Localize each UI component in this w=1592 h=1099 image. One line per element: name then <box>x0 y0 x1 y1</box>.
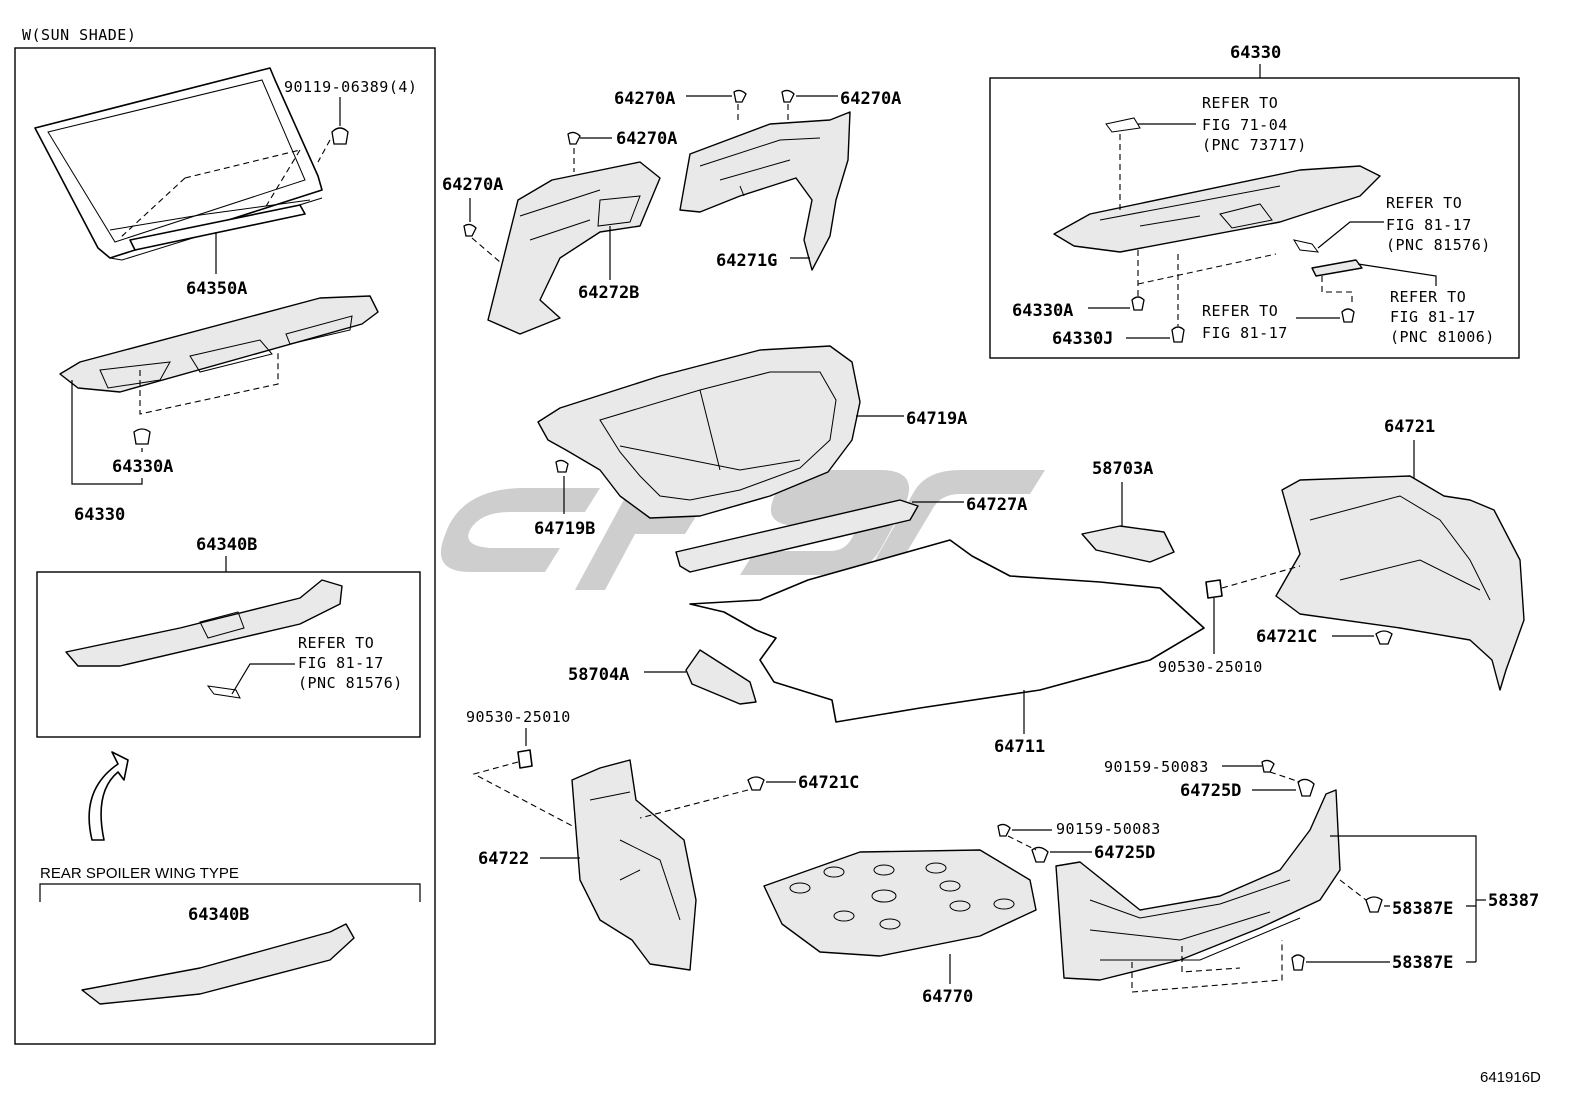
clip-icon <box>1291 954 1305 971</box>
label-64721C-right: 64721C <box>1256 627 1317 647</box>
trunk-side-trim-64271G <box>679 111 851 271</box>
label-64350A: 64350A <box>186 279 247 299</box>
label-64330J: 64330J <box>1052 329 1113 349</box>
ref-81576-line1: REFER TO <box>1386 194 1462 212</box>
clip-icon <box>1297 778 1315 797</box>
label-64330-left: 64330 <box>74 505 125 525</box>
spare-tire-cover-64770 <box>763 849 1037 957</box>
label-64340B-bottom: 64340B <box>188 905 249 925</box>
ref-81576-line3: (PNC 81576) <box>1386 236 1491 254</box>
clip-icon <box>1341 308 1355 323</box>
label-64270A-1: 64270A <box>614 89 675 109</box>
clip-icon <box>781 89 795 103</box>
clip-icon <box>997 823 1011 837</box>
ref-71-04-line3: (PNC 73717) <box>1202 136 1307 154</box>
label-64725D-1: 64725D <box>1180 781 1241 801</box>
label-64727A: 64727A <box>966 495 1027 515</box>
ref-81-17-line2: FIG 81-17 <box>1202 324 1288 342</box>
clip-icon <box>1031 846 1049 863</box>
small-part <box>1105 117 1141 133</box>
pad-58703A <box>1081 525 1175 563</box>
label-64270A-3: 64270A <box>616 129 677 149</box>
spoiler-box-frame <box>36 571 421 738</box>
ref-81006-line1: REFER TO <box>1390 288 1466 306</box>
pad-58704A <box>685 649 757 705</box>
sun-shade-assembly-64350A <box>34 67 323 261</box>
wire-connector <box>1292 239 1320 253</box>
clip-icon <box>733 89 747 103</box>
trunk-lid-trim-64719A <box>537 345 861 519</box>
trunk-floor-mat-64711 <box>689 539 1205 723</box>
label-64330-top: 64330 <box>1230 43 1281 63</box>
label-64725D-2: 64725D <box>1094 843 1155 863</box>
label-58387: 58387 <box>1488 891 1539 911</box>
clip-icon <box>463 223 477 237</box>
package-tray-64330-right <box>1053 165 1381 253</box>
label-64330A-left: 64330A <box>112 457 173 477</box>
ref-71-04-line1: REFER TO <box>1202 94 1278 112</box>
label-90530-left: 90530-25010 <box>466 708 571 726</box>
ref-left-line2: FIG 81-17 <box>298 654 384 672</box>
clip-icon <box>747 776 765 791</box>
nut-clip <box>1205 579 1223 599</box>
nut-clip <box>517 749 533 769</box>
label-64270A-2: 64270A <box>840 89 901 109</box>
ref-81006-line3: (PNC 81006) <box>1390 328 1495 346</box>
label-64721: 64721 <box>1384 417 1435 437</box>
trunk-side-trim-64272B <box>487 161 661 335</box>
rear-spoiler-64340B-top <box>65 579 343 667</box>
rear-spoiler-64340B-bottom <box>81 923 355 1005</box>
label-64270A-4: 64270A <box>442 175 503 195</box>
clip-icon <box>1131 296 1145 311</box>
label-64770: 64770 <box>922 987 973 1007</box>
label-58387E-2: 58387E <box>1392 953 1453 973</box>
package-tray-box-frame <box>989 77 1520 359</box>
ref-left-line3: (PNC 81576) <box>298 674 403 692</box>
ref-71-04-line2: FIG 71-04 <box>1202 116 1288 134</box>
label-58387E-1: 58387E <box>1392 899 1453 919</box>
ref-left-line1: REFER TO <box>298 634 374 652</box>
clip-icon <box>133 428 151 445</box>
ref-81006-line2: FIG 81-17 <box>1390 308 1476 326</box>
clip-icon <box>1375 630 1393 645</box>
package-tray-64330-left <box>59 295 379 393</box>
clip-icon <box>555 459 569 473</box>
label-64271G: 64271G <box>716 251 777 271</box>
clip-icon <box>1365 896 1383 913</box>
clip-icon <box>1171 326 1185 343</box>
label-64719A: 64719A <box>906 409 967 429</box>
small-bracket <box>1311 259 1363 277</box>
label-64272B: 64272B <box>578 283 639 303</box>
rear-spoiler-section-title: REAR SPOILER WING TYPE <box>40 865 239 882</box>
trunk-sill-plate-64727A <box>675 499 919 573</box>
ref-81-17-line1: REFER TO <box>1202 302 1278 320</box>
label-64721C-left: 64721C <box>798 773 859 793</box>
trunk-side-trim-64721 <box>1275 475 1525 691</box>
label-64340B-top: 64340B <box>196 535 257 555</box>
wire-connector <box>206 685 241 699</box>
trunk-side-trim-64722 <box>571 759 697 971</box>
screw-icon <box>331 127 349 145</box>
label-64719B: 64719B <box>534 519 595 539</box>
clip-icon <box>567 131 581 145</box>
clip-icon <box>1261 759 1275 773</box>
label-90530-right: 90530-25010 <box>1158 658 1263 676</box>
label-58704A: 58704A <box>568 665 629 685</box>
ref-81576-line2: FIG 81-17 <box>1386 216 1472 234</box>
label-90159-2: 90159-50083 <box>1056 820 1161 838</box>
label-90119-06389: 90119-06389(4) <box>284 78 417 96</box>
label-64711: 64711 <box>994 737 1045 757</box>
label-90159-1: 90159-50083 <box>1104 758 1209 776</box>
label-64722: 64722 <box>478 849 529 869</box>
sun-shade-section-title: W(SUN SHADE) <box>22 26 136 44</box>
diagram-id: 641916D <box>1480 1069 1541 1086</box>
arrow-up-icon <box>88 751 129 841</box>
label-64330A-right: 64330A <box>1012 301 1073 321</box>
label-58703A: 58703A <box>1092 459 1153 479</box>
rear-panel-trim-58387 <box>1055 789 1341 981</box>
sun-shade-frame <box>14 47 436 1045</box>
